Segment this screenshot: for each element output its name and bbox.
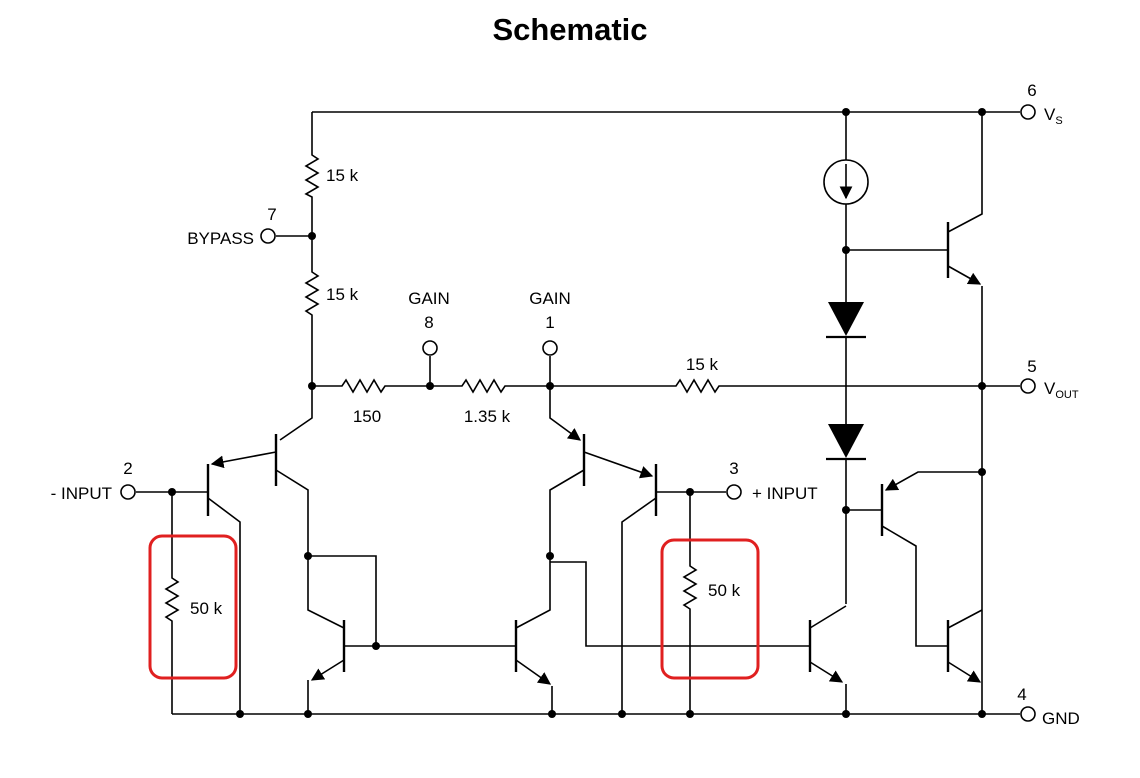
transistor-q1 <box>210 386 313 556</box>
pin-vout-terminal <box>1020 378 1036 394</box>
resistor-1-35k-label: 1.35 k <box>464 407 511 426</box>
pin-vout-label: VOUT <box>1044 379 1079 401</box>
resistor-1-35k <box>430 378 550 394</box>
transistor-q7-upper-output <box>846 112 983 714</box>
highlight-box-right <box>660 538 760 680</box>
diode-1 <box>826 250 866 424</box>
vs-rail <box>311 111 1020 150</box>
transistor-q5 <box>549 386 654 556</box>
pin-neg-input-number: 2 <box>123 459 132 478</box>
pin-pos-input-number: 3 <box>729 459 738 478</box>
pin-gnd-label: GND <box>1042 709 1080 728</box>
resistor-50k-left-label: 50 k <box>190 599 223 618</box>
transistor-q8 <box>846 471 982 647</box>
pin-gain1-terminal <box>542 340 558 356</box>
current-source <box>823 112 869 250</box>
pin-gain8-number: 8 <box>424 313 433 332</box>
transistor-q2 <box>172 464 241 714</box>
resistor-15k-mid <box>304 236 320 386</box>
transistor-q9 <box>808 605 847 714</box>
transistor-q10-lower-output <box>946 609 983 683</box>
pin-gain1-label: GAIN <box>529 289 571 308</box>
drive-wire <box>550 561 810 647</box>
pin-vs-terminal <box>1020 104 1036 120</box>
pin-gain1-number: 1 <box>545 313 554 332</box>
resistor-50k-right-label: 50 k <box>708 581 741 600</box>
pin-bypass-number: 7 <box>267 205 276 224</box>
resistor-15k-top-label: 15 k <box>326 166 359 185</box>
resistor-150-label: 150 <box>353 407 381 426</box>
schematic-title: Schematic <box>492 12 648 47</box>
pin-gnd-number: 4 <box>1017 685 1026 704</box>
resistor-15k-top <box>304 150 320 236</box>
diode-2 <box>826 424 866 604</box>
resistor-15k-feedback <box>550 378 1020 394</box>
pin-vs-label: VS <box>1044 105 1063 127</box>
pin-vout-number: 5 <box>1027 357 1036 376</box>
pin-pos-input-terminal <box>726 484 742 500</box>
pin-gnd-terminal <box>1020 706 1036 722</box>
pin-gain8-label: GAIN <box>408 289 450 308</box>
transistor-q4 <box>514 556 553 714</box>
resistor-50k-left <box>164 492 180 714</box>
pin-neg-input-terminal <box>120 484 136 500</box>
pin-gain8-terminal <box>422 340 438 356</box>
pin-bypass-label: BYPASS <box>187 229 254 248</box>
highlight-box-left <box>148 534 238 680</box>
resistor-150 <box>312 378 430 394</box>
pin-vs-number: 6 <box>1027 81 1036 100</box>
pin-pos-input-label: + INPUT <box>752 484 818 503</box>
transistor-q3 <box>307 555 377 714</box>
junction-dots <box>168 108 986 718</box>
pin-bypass-terminal <box>260 228 276 244</box>
transistor-q6 <box>621 464 690 714</box>
resistor-50k-right <box>682 492 698 714</box>
pin-neg-input-label: - INPUT <box>51 484 112 503</box>
resistor-15k-feedback-label: 15 k <box>686 355 719 374</box>
resistor-15k-mid-label: 15 k <box>326 285 359 304</box>
